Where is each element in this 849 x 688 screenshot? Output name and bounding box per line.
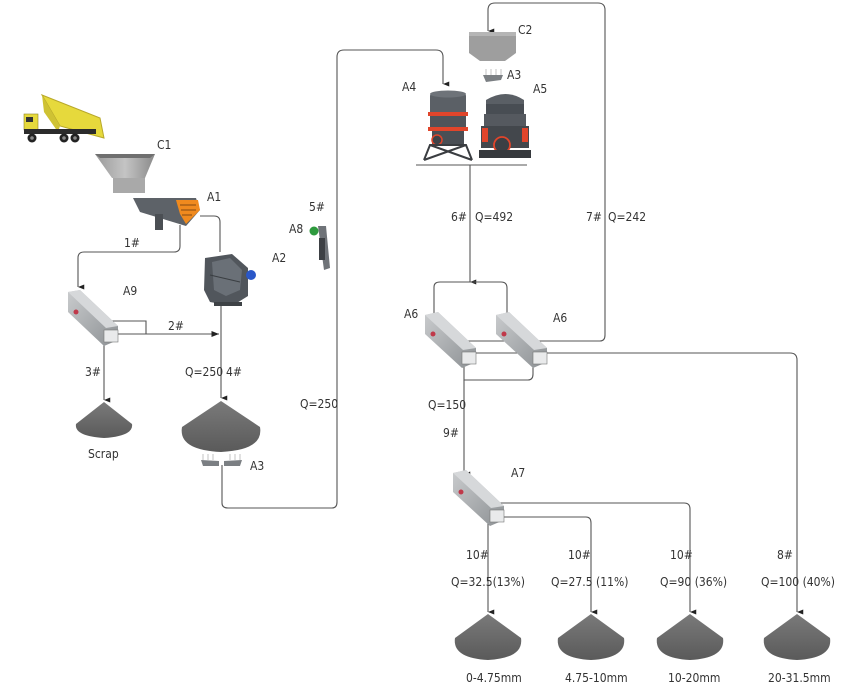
label-scrap: Scrap xyxy=(88,447,119,461)
label-stream-7: 7# xyxy=(586,210,602,224)
product-pile-1 xyxy=(454,614,522,660)
feeder-a3-top-icon xyxy=(483,69,503,82)
flow-2-bracket xyxy=(105,320,147,334)
label-c2: C2 xyxy=(518,23,532,37)
feeder-a3-bottom-icon xyxy=(201,454,242,466)
label-pile-3: 10-20mm xyxy=(668,671,720,685)
label-product-4-q: Q=100 (40%) xyxy=(761,575,835,589)
vibrating-screen-a7-icon xyxy=(453,470,505,526)
label-pile-1: 0-4.75mm xyxy=(466,671,522,685)
label-c1: C1 xyxy=(157,138,171,152)
vibrating-feeder-a1-icon xyxy=(133,198,200,230)
label-a8: A8 xyxy=(289,222,303,236)
label-a7: A7 xyxy=(511,466,525,480)
flow-lines xyxy=(77,2,804,615)
label-stream-7-q: Q=242 xyxy=(608,210,646,224)
bin-c2-icon xyxy=(469,32,516,61)
label-stream-6-q: Q=492 xyxy=(475,210,513,224)
label-a6-left: A6 xyxy=(404,307,418,321)
label-product-2-id: 10# xyxy=(568,548,591,562)
label-a4: A4 xyxy=(402,80,416,94)
scrap-pile xyxy=(75,402,133,438)
label-a5: A5 xyxy=(533,82,547,96)
surge-stockpile xyxy=(181,401,261,452)
flow-9-collector xyxy=(463,363,534,381)
device-a8-icon xyxy=(309,226,330,270)
label-product-3-q: Q=90 (36%) xyxy=(660,575,727,589)
dump-truck-icon xyxy=(23,94,105,143)
label-stream-1: 1# xyxy=(124,236,140,250)
label-stream-4-q: Q=250 xyxy=(185,365,223,379)
label-a6-right: A6 xyxy=(553,311,567,325)
flow-8 xyxy=(466,352,804,615)
hopper-c1-icon xyxy=(95,154,155,193)
label-pile-2: 4.75-10mm xyxy=(565,671,628,685)
label-stream-4: 4# xyxy=(226,365,242,379)
flow-a1-a2 xyxy=(200,215,221,252)
label-product-1-id: 10# xyxy=(466,548,489,562)
label-stream-9: 9# xyxy=(443,426,459,440)
label-product-4-id: 8# xyxy=(777,548,793,562)
label-product-1-q: Q=32.5(13%) xyxy=(451,575,525,589)
flow-6-split xyxy=(433,281,508,315)
label-a1: A1 xyxy=(207,190,221,204)
label-a9: A9 xyxy=(123,284,137,298)
cone-crusher-a5-icon xyxy=(479,94,531,158)
label-stream-5-q: Q=250 xyxy=(300,397,338,411)
label-stream-6: 6# xyxy=(451,210,467,224)
flow-7 xyxy=(466,2,606,342)
cone-crusher-a4-icon xyxy=(423,90,473,161)
label-a3-top: A3 xyxy=(507,68,521,82)
flow-10-p2 xyxy=(488,516,598,615)
label-a2: A2 xyxy=(272,251,286,265)
product-pile-2 xyxy=(557,614,625,660)
product-pile-4 xyxy=(763,614,831,660)
vibrating-screen-a6-right-icon xyxy=(496,312,548,368)
label-a3-bottom: A3 xyxy=(250,459,264,473)
label-pile-4: 20-31.5mm xyxy=(768,671,831,685)
label-product-3-id: 10# xyxy=(670,548,693,562)
vibrating-screen-a9-icon xyxy=(68,290,119,346)
jaw-crusher-a2-icon xyxy=(204,254,256,306)
flow-1 xyxy=(77,225,181,290)
label-stream-9-q: Q=150 xyxy=(428,398,466,412)
flow-10-p3 xyxy=(488,502,697,615)
product-pile-3 xyxy=(656,614,724,660)
label-stream-3: 3# xyxy=(85,365,101,379)
label-stream-2: 2# xyxy=(168,319,184,333)
label-product-2-q: Q=27.5 (11%) xyxy=(551,575,628,589)
vibrating-screen-a6-left-icon xyxy=(425,312,477,368)
label-stream-5: 5# xyxy=(309,200,325,214)
flow-5 xyxy=(221,49,450,509)
